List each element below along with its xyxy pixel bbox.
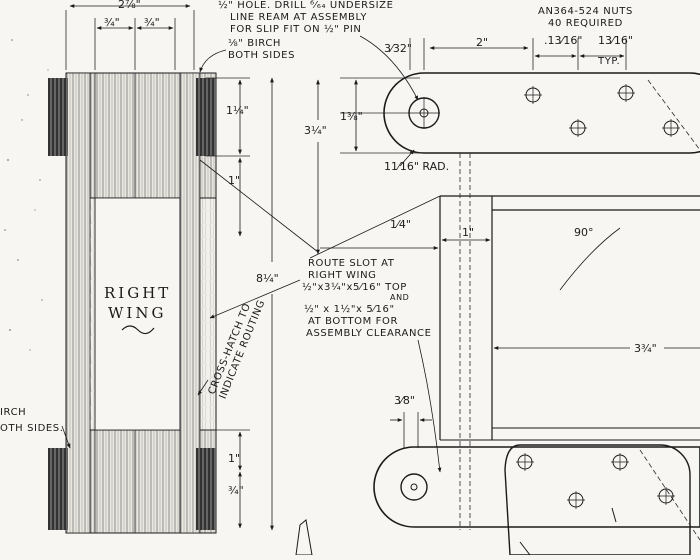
note-birch-left-2: OTH SIDES. — [0, 423, 64, 434]
note-route-6: ASSEMBLY CLEARANCE — [306, 328, 432, 339]
note-birch-top-2: BOTH SIDES — [228, 50, 295, 61]
dim-one-inch-c: 1" — [228, 452, 240, 465]
dim-one-quarter-a: 1¼" — [226, 104, 249, 117]
note-hole-1: ½" HOLE. DRILL ⁶⁄₆₄ UNDERSIZE — [218, 0, 394, 11]
note-route-and: AND — [390, 293, 409, 302]
dim-one-three-eighths: 1⅜" — [340, 110, 363, 123]
note-hole-2: LINE REAM AT ASSEMBLY — [230, 12, 367, 23]
left-dimensions: 1¼" 1" 8¼" 1" ¾" — [206, 77, 286, 531]
dim-radius: 11⁄16" RAD. — [384, 160, 449, 173]
dim-three-three-quarter: 3¾" — [634, 342, 657, 355]
note-route-1: ROUTE SLOT AT — [308, 258, 395, 269]
middle-frame — [199, 153, 700, 530]
dim-one-quarter-b: 1⁄4" — [390, 218, 411, 231]
top-dimensions: 2⅞" ¾" ¾" — [65, 0, 195, 70]
note-nuts-1: AN364-524 NUTS — [538, 6, 633, 17]
note-hole-3: FOR SLIP FIT ON ½" PIN — [230, 23, 361, 35]
dim-three-32: 3⁄32" — [384, 42, 412, 55]
wing-squiggle — [121, 325, 155, 335]
paper-speckle — [4, 39, 49, 351]
note-route-4: ½" x 1½"x 5⁄16" — [304, 303, 395, 315]
dim-one-inch-b: 1" — [462, 226, 474, 239]
note-birch-top-1: ⅛" BIRCH — [228, 38, 281, 49]
note-route-3: ½"x3¼"x5⁄16" TOP — [302, 281, 407, 293]
top-bar-dimensions: 3⁄32" 2" .13⁄16" 13⁄16" TYP. 1⅜" 3¼" 11⁄… — [302, 34, 633, 255]
dim-13-16-b: 13⁄16" — [598, 34, 633, 47]
dim-angle: 90° — [574, 226, 594, 239]
top-link-bar — [383, 72, 700, 154]
note-route-5: AT BOTTOM FOR — [308, 316, 398, 327]
wing-spar-panel — [48, 72, 217, 534]
dim-three-eighths: 3⁄8" — [394, 394, 415, 407]
note-route-2: RIGHT WING — [308, 270, 377, 281]
dim-two-inch: 2" — [476, 36, 488, 49]
note-birch-left-1: IRCH — [0, 407, 26, 418]
dim-three-quarter-bottom: ¾" — [228, 484, 244, 497]
dim-three-quarter-inch: 3¼" — [304, 124, 327, 137]
dim-top-width: 2⅞" — [118, 0, 141, 11]
bottom-link-bar — [295, 444, 700, 556]
dim-left-three-quarter: ¾" — [104, 16, 120, 29]
note-nuts-2: 40 REQUIRED — [548, 18, 623, 29]
dim-typ: TYP. — [597, 56, 620, 67]
note-route-slot: ROUTE SLOT AT RIGHT WING ½"x3¼"x5⁄16" TO… — [302, 258, 432, 339]
dim-right-three-quarter: ¾" — [144, 16, 160, 29]
dim-13-16-a: .13⁄16" — [544, 34, 582, 47]
label-right-wing-2: WING — [108, 304, 166, 322]
dim-one-inch-a: 1" — [228, 174, 240, 187]
label-right-wing-1: RIGHT — [104, 284, 171, 302]
middle-dimensions: 1⁄4" 1" 90° 3¾" — [320, 218, 700, 355]
dim-overall-height: 8¼" — [256, 272, 279, 285]
